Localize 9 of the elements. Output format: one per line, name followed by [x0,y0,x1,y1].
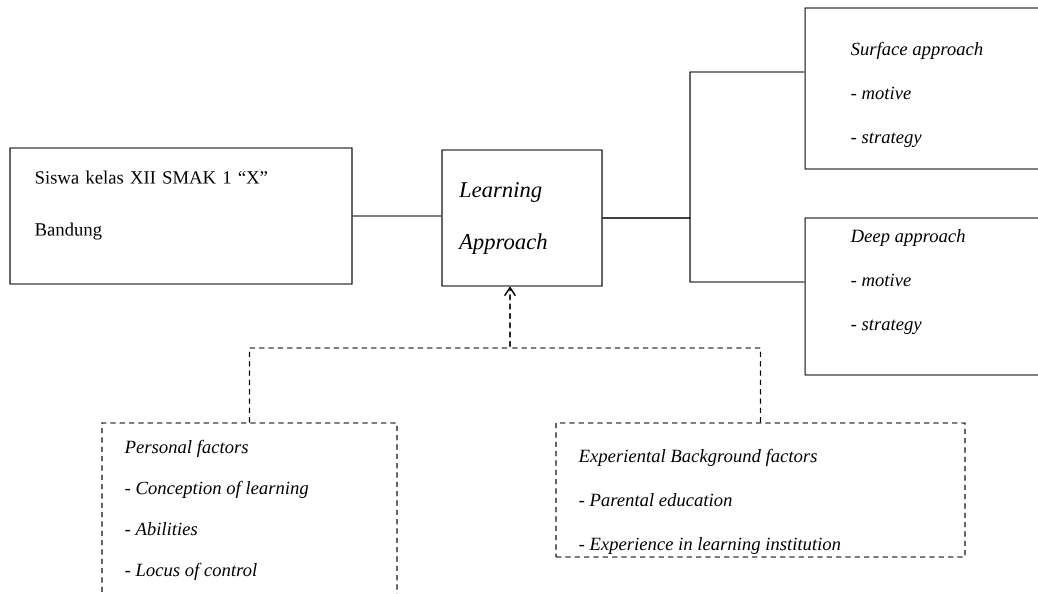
concept-box: Learning Approach [441,149,603,287]
connector-line [352,215,442,217]
text-box: Siswa kelas XII SMAK 1 “X” Bandung [9,147,353,285]
arrow [504,286,762,423]
list-box: Surface approach - motive - strategy [804,7,1038,170]
list-box: Experiental Background factors - Parental education - Experience in learning institution [555,422,966,558]
list-box: Personal factors - Conception of learning - Abilities - Locus of control [101,422,398,594]
connector-line [602,217,805,283]
list-box: Deep approach - motive - strategy [804,217,1038,376]
